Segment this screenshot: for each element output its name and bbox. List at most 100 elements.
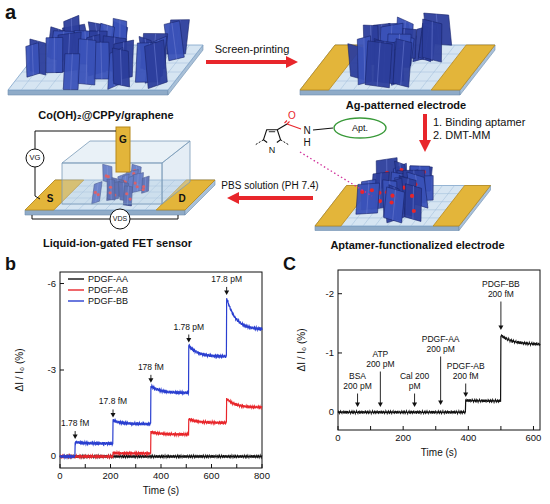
- stage-panel: Co(OH)₂@CPPy/graphene: [8, 10, 204, 122]
- graphene-sheet: [145, 40, 168, 89]
- annotation-arrowhead: [463, 393, 468, 398]
- terminal-label: S: [47, 193, 54, 205]
- graphene-sheet: [63, 54, 79, 90]
- edge-label: PBS solution (PH 7.4): [221, 180, 318, 192]
- graphene-sheet: [113, 48, 130, 87]
- axis-tick: [338, 293, 342, 294]
- annotation-arrow: [500, 302, 501, 326]
- axis-tick-label: 600: [526, 433, 542, 444]
- axis-title: ΔI / I₀ (%): [14, 348, 26, 391]
- bond: [287, 124, 301, 129]
- terminal-label: D: [178, 193, 185, 205]
- methyl-bond: [255, 140, 263, 145]
- legend-text: PDGF-BB: [88, 296, 128, 306]
- annotation-arrowhead: [73, 435, 78, 440]
- annotation-arrowhead: [412, 403, 417, 408]
- annotation-arrow: [226, 287, 227, 291]
- annotation-arrow: [113, 409, 114, 413]
- wire: [35, 131, 116, 149]
- liquid-chamber: [62, 163, 162, 204]
- axis-tick: [161, 464, 162, 468]
- axis-title: Time (s): [143, 485, 179, 497]
- plot-frame: [338, 270, 540, 430]
- plot-frame: [60, 272, 262, 468]
- panel-letter: b: [5, 254, 16, 275]
- silver-electrode: [433, 186, 490, 227]
- sheet-texture: [120, 50, 121, 86]
- panel-a-artwork: [8, 13, 495, 230]
- substrate-top: [315, 186, 491, 227]
- axis-tick-label: 200: [103, 471, 119, 482]
- axis-tick: [135, 464, 136, 468]
- axis-tick: [435, 426, 436, 430]
- voltage-label: VG: [30, 154, 41, 163]
- aptamer-dot: [410, 194, 414, 198]
- aptamer-dot: [412, 209, 416, 213]
- annotation-arrowhead: [111, 413, 116, 418]
- sheet-texture: [412, 186, 414, 219]
- axis-tick: [468, 426, 469, 430]
- sheet-texture: [154, 43, 158, 85]
- panel-c-chart: [338, 270, 540, 430]
- axis-tick: [533, 426, 534, 430]
- atom-label: O: [288, 110, 296, 122]
- carbonyl-bond: [285, 121, 288, 124]
- sheet-texture: [367, 184, 369, 214]
- analyte-annotation: PDGF-BB 200 fM: [480, 280, 521, 300]
- axis-title: ΔI / I₀ (%): [296, 328, 308, 371]
- axis-tick-label: 800: [254, 471, 270, 482]
- annotation-arrow: [188, 335, 189, 339]
- bond: [277, 124, 287, 130]
- linker-bond: [313, 128, 333, 130]
- gate-electrode: [116, 127, 130, 172]
- substrate-side: [300, 90, 460, 95]
- wire: [130, 215, 178, 219]
- annotation-arrowhead: [148, 378, 153, 383]
- graphene-sheet: [384, 187, 405, 223]
- panel-letter: C: [283, 254, 296, 275]
- annotation-arrowhead: [438, 401, 443, 406]
- substrate-side: [25, 210, 185, 215]
- graphene-sheet: [422, 19, 442, 62]
- aptamer-dot: [390, 200, 394, 204]
- legend-samples: [68, 279, 84, 301]
- stage-caption: Co(OH)₂@CPPy/graphene: [38, 108, 173, 122]
- sheet-texture: [100, 42, 102, 79]
- axis-tick-label: 200: [395, 433, 411, 444]
- annotation-arrows: [73, 287, 504, 439]
- double-bond: [269, 131, 275, 132]
- legend-text: PDGF-AA: [88, 274, 128, 284]
- annotation-arrow: [150, 375, 151, 379]
- stage-artwork: [8, 15, 203, 95]
- sheet-texture: [86, 40, 87, 85]
- edge-label: Screen-printing: [215, 43, 290, 56]
- edge-label: 1. Binding aptamer 2. DMT-MM: [433, 116, 529, 141]
- analyte-annotation: ATP 200 pM: [364, 350, 396, 370]
- stage-artwork: [25, 127, 215, 229]
- axis-tick: [211, 464, 212, 468]
- voltage-source: [26, 149, 44, 167]
- wire: [35, 167, 40, 199]
- substrate-side: [315, 226, 459, 231]
- sheet-texture: [172, 23, 177, 59]
- graphene-sheet: [405, 184, 422, 222]
- legend-line: [68, 300, 84, 301]
- atom-label: H: [303, 137, 310, 149]
- annotation-arrowhead: [355, 403, 360, 408]
- data-trace: [338, 335, 540, 413]
- sheet-texture: [363, 38, 365, 83]
- analyte-annotation: Cal 200 pM: [399, 372, 431, 392]
- sheet-texture: [377, 42, 380, 86]
- axis-tick: [60, 370, 64, 371]
- voltage-source: [110, 209, 130, 229]
- legend-line: [68, 278, 84, 279]
- process-arrow: [423, 114, 427, 140]
- panel-letter: a: [5, 1, 16, 24]
- sheet-texture: [54, 38, 55, 73]
- axis-tick-label: 400: [460, 433, 476, 444]
- axis-tick: [236, 464, 237, 468]
